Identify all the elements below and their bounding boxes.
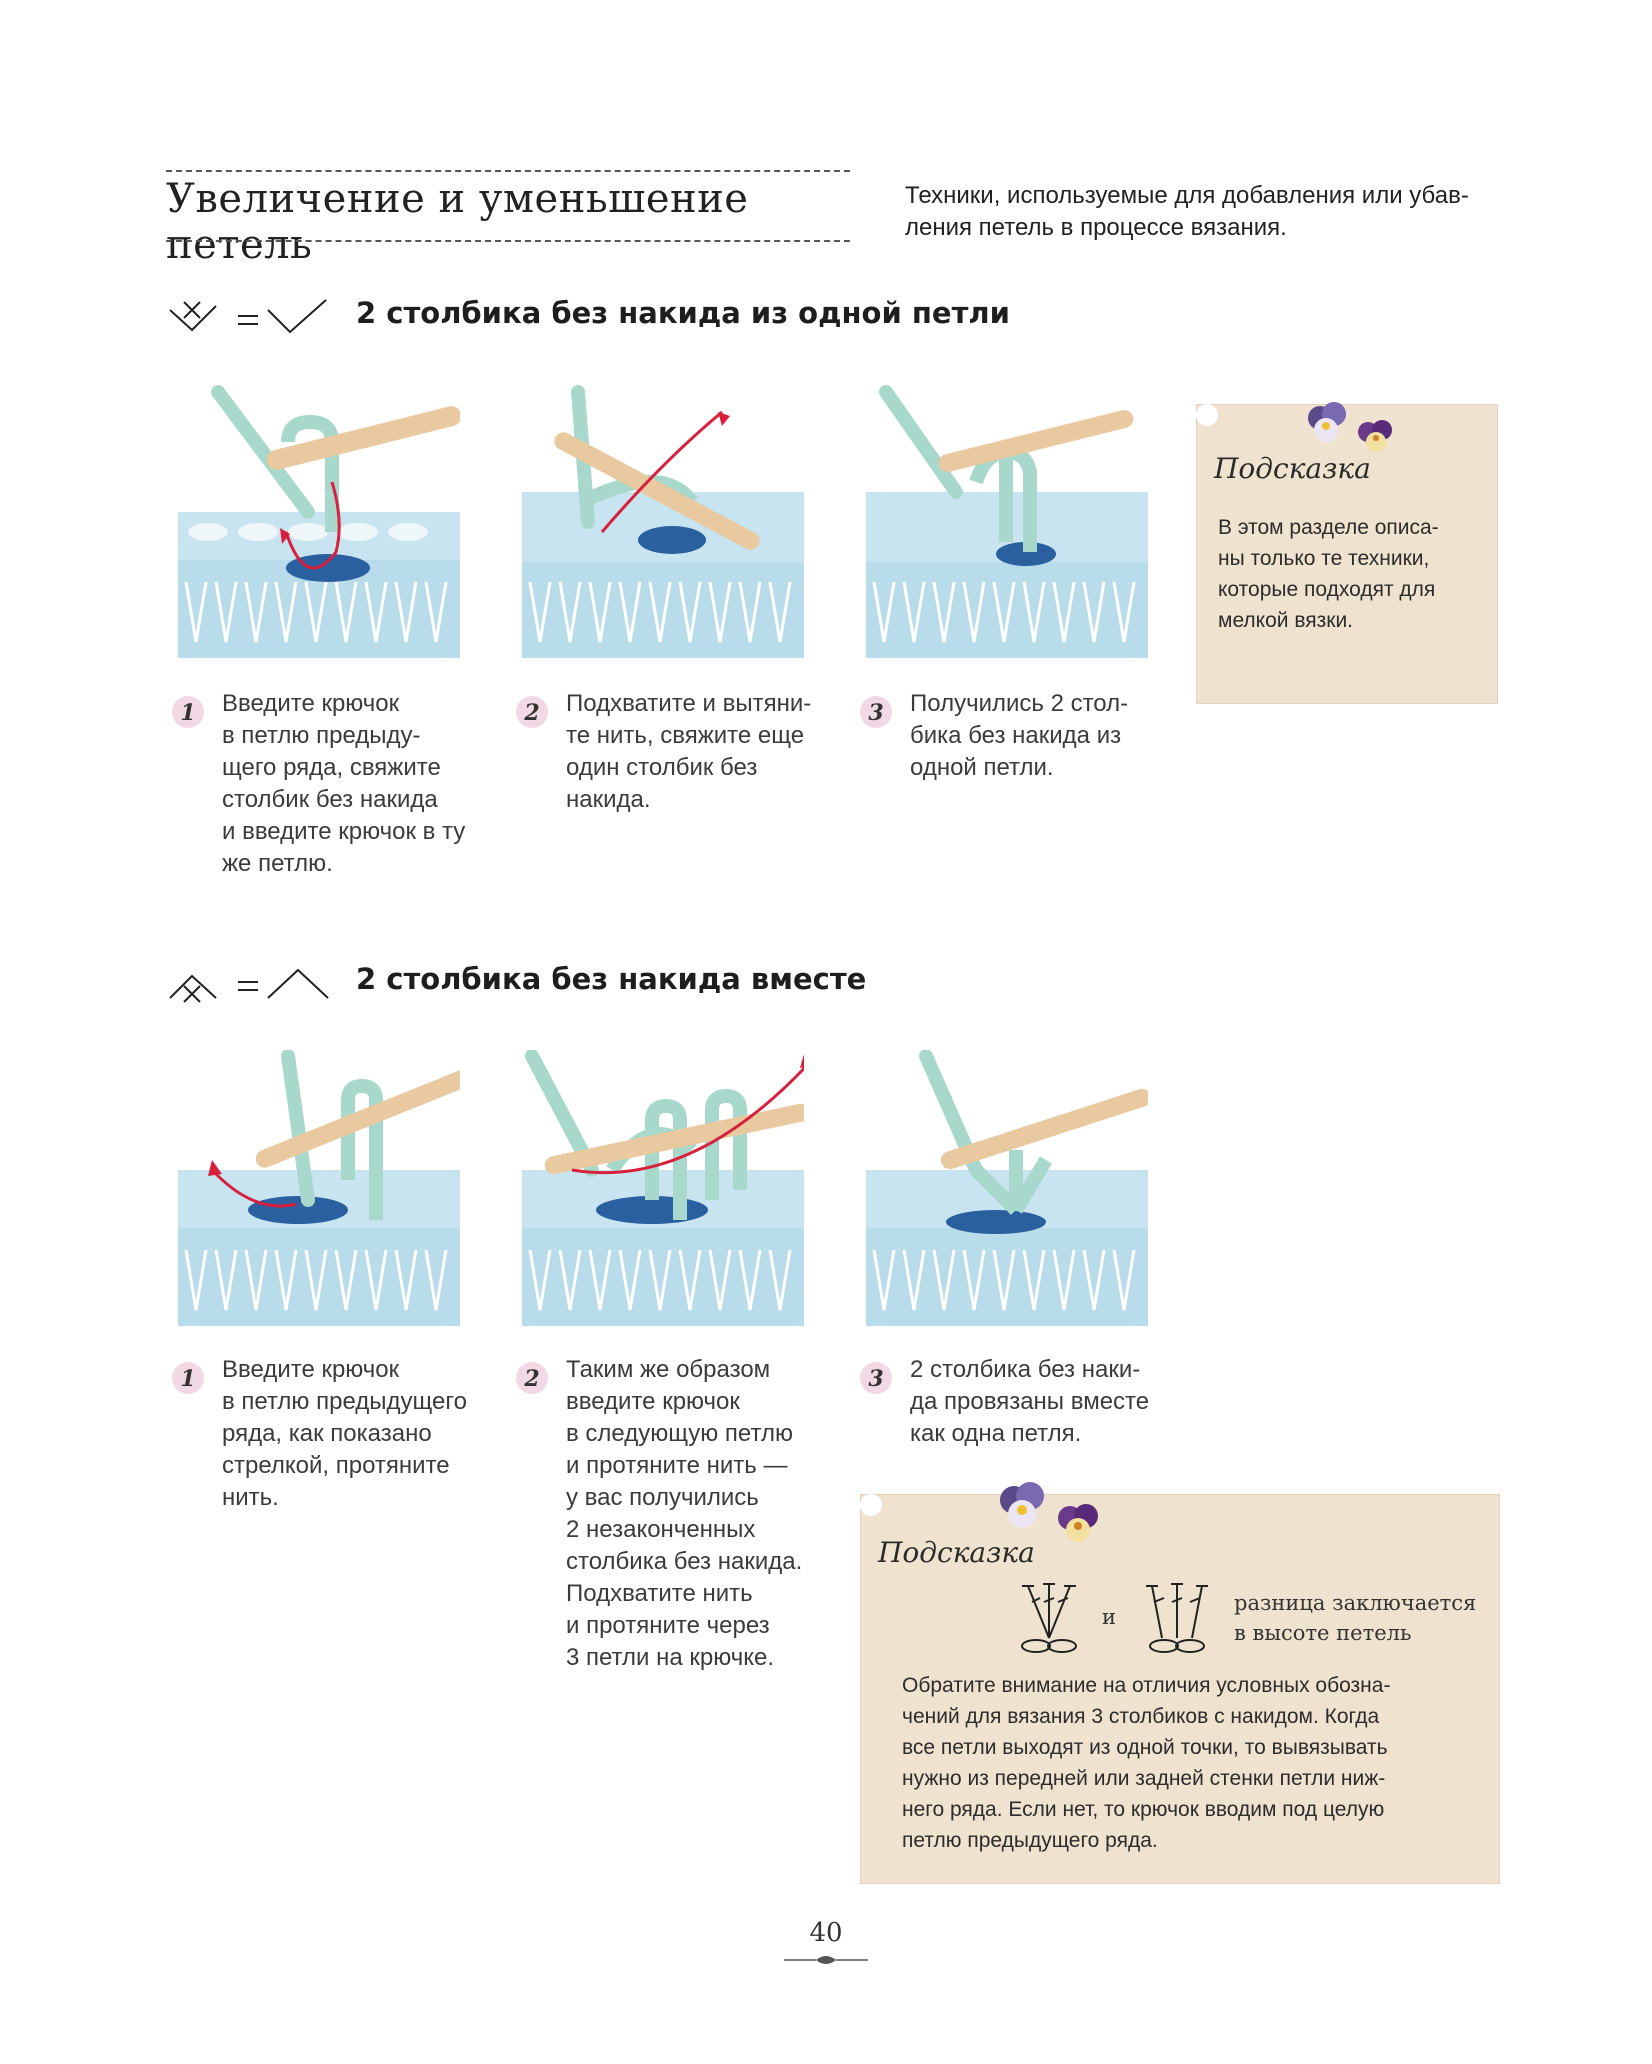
hint-card-2-text: Обратите внимание на отличия условных об… (902, 1674, 1391, 1852)
section2-symbol (166, 962, 336, 1008)
hint-card-1: Подсказка В этом разделе описа- ны тольк… (1196, 402, 1498, 704)
svg-text:3: 3 (868, 700, 883, 726)
section1-symbol (166, 296, 336, 342)
title-rule-top (166, 170, 850, 172)
step-number-badge-icon: 3 (860, 1362, 892, 1394)
section1-step1-illustration (178, 385, 460, 658)
hint-card-2-note: разница заключается в высоте петель (1234, 1591, 1477, 1645)
increase-symbol-icon (169, 299, 327, 334)
section1-step1: 1 Введите крючок в петлю предыду- щего р… (172, 688, 492, 880)
section2-step3-text: 2 столбика без наки- да провязаны вместе… (910, 1356, 1150, 1447)
treble-cluster-spread-icon (1146, 1583, 1208, 1653)
section2-step3-illustration (866, 1050, 1148, 1326)
title-rule-bottom (166, 240, 850, 242)
section1-step3: 3 Получились 2 стол- бика без накида из … (860, 688, 1180, 784)
hint-card-2-conj: и (1102, 1605, 1116, 1629)
section1-step3-illustration (866, 385, 1148, 658)
treble-cluster-same-point-icon (1021, 1583, 1077, 1653)
section2-step1-text: Введите крючок в петлю предыдущего ряда,… (222, 1356, 467, 1511)
hint-card-2: Подсказка и разница заключается в высоте… (860, 1482, 1500, 1884)
svg-text:1: 1 (180, 700, 195, 726)
svg-text:1: 1 (180, 1366, 195, 1392)
section2-step2-text: Таким же образом введите крючок в следую… (566, 1356, 803, 1671)
hint-card-2-title: Подсказка (878, 1536, 1035, 1569)
section2-title: 2 столбика без накида вместе (356, 962, 867, 996)
decrease-symbol-icon (169, 968, 329, 1003)
hint-card-1-text: В этом разделе описа- ны только те техни… (1218, 516, 1439, 632)
step-number-badge-icon: 3 (860, 696, 892, 728)
step-number-badge-icon: 2 (516, 1362, 548, 1394)
section2-step2-illustration (522, 1050, 804, 1326)
section2-step2: 2 Таким же образом введите крючок в след… (516, 1354, 836, 1674)
hint-card-1-title: Подсказка (1214, 452, 1371, 485)
pansy-flowers-icon (1000, 1482, 1098, 1542)
section1-step2-text: Подхватите и вытяни- те нить, свяжите ещ… (566, 690, 812, 813)
section1-title: 2 столбика без накида из одной петли (356, 296, 1010, 330)
page-number: 40 (809, 1918, 843, 1948)
section2-step1: 1 Введите крючок в петлю предыдущего ряд… (172, 1354, 492, 1514)
page-ornament-icon (784, 1956, 868, 1964)
step-number-badge-icon: 1 (172, 696, 204, 728)
section1-step2-illustration (522, 385, 804, 658)
svg-text:3: 3 (868, 1366, 883, 1392)
step-number-badge-icon: 1 (172, 1362, 204, 1394)
section1-step2: 2 Подхватите и вытяни- те нить, свяжите … (516, 688, 836, 816)
pansy-flowers-icon (1308, 402, 1392, 452)
section1-step3-text: Получились 2 стол- бика без накида из од… (910, 690, 1129, 781)
step-number-badge-icon: 2 (516, 696, 548, 728)
page-title: Увеличение и уменьшение петель (166, 176, 749, 268)
section2-step1-illustration (178, 1050, 460, 1326)
section1-step1-text: Введите крючок в петлю предыду- щего ряд… (222, 690, 466, 877)
intro-text: Техники, используемые для добавления или… (905, 182, 1469, 241)
svg-text:2: 2 (523, 1366, 539, 1392)
section2-step3: 3 2 столбика без наки- да провязаны вмес… (860, 1354, 1180, 1450)
svg-text:2: 2 (523, 700, 539, 726)
